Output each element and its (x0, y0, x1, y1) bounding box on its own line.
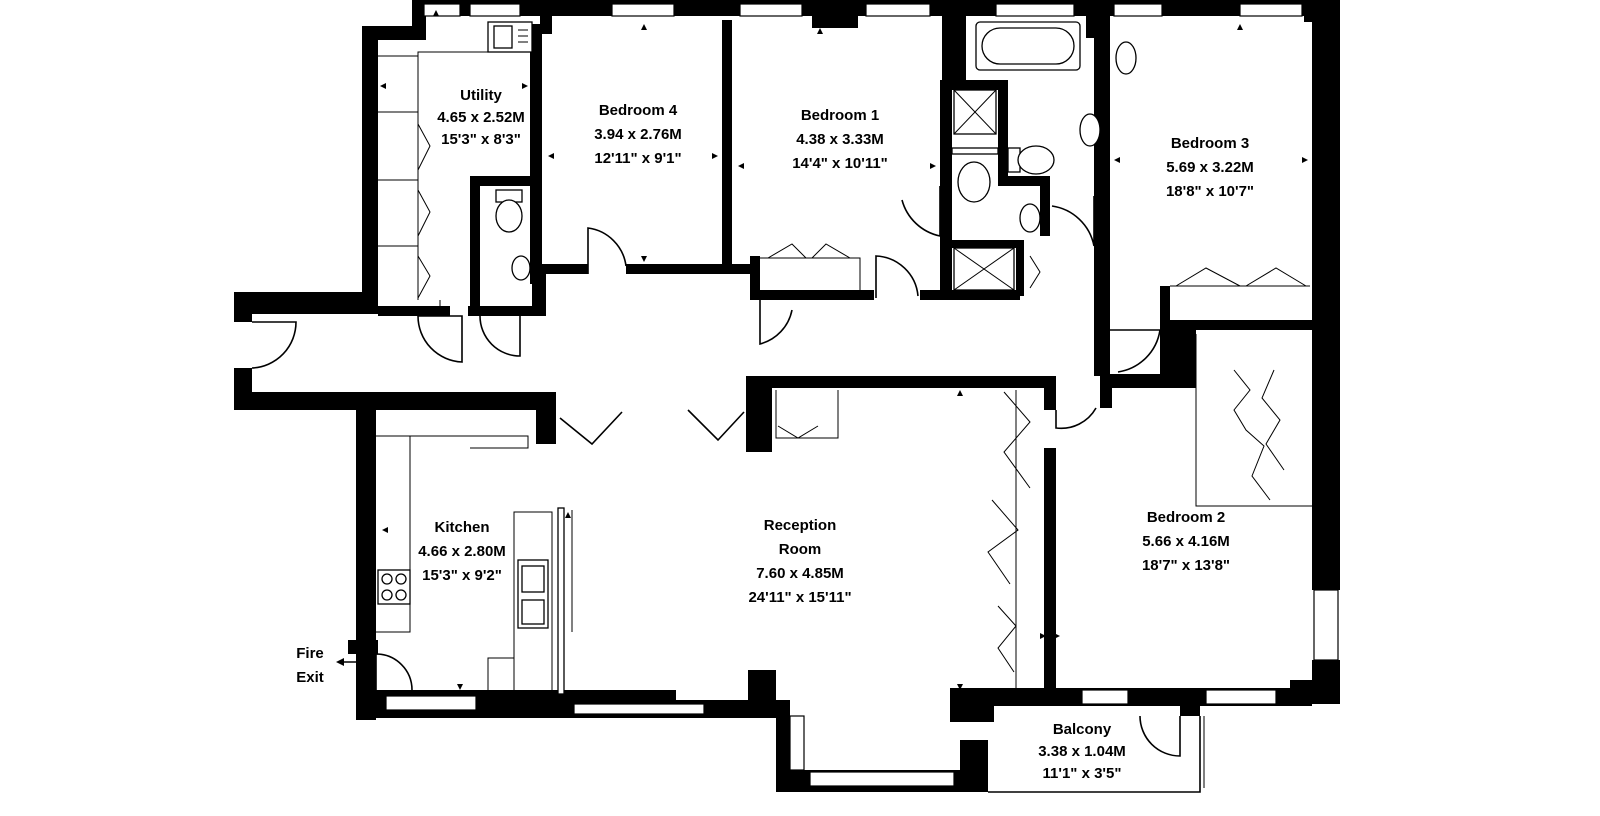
room-metric: 5.66 x 4.16M (1142, 533, 1230, 550)
windows (385, 3, 1339, 787)
room-imperial: 12'11" x 9'1" (594, 150, 681, 167)
dimension-markers (336, 10, 1308, 690)
room-label-balcony: Balcony 3.38 x 1.04M 11'1" x 3'5" (1038, 721, 1126, 782)
fire-exit-label: Fire Exit (296, 645, 324, 686)
room-name-line-2: Room (779, 541, 822, 558)
room-label-bedroom-4: Bedroom 4 3.94 x 2.76M 12'11" x 9'1" (594, 102, 682, 167)
room-label-reception: Reception Room 7.60 x 4.85M 24'11" x 15'… (748, 517, 851, 606)
room-name: Bedroom 3 (1171, 135, 1249, 152)
room-label-kitchen: Kitchen 4.66 x 2.80M 15'3" x 9'2" (418, 519, 506, 584)
room-metric: 4.66 x 2.80M (418, 543, 506, 560)
room-label-utility: Utility 4.65 x 2.52M 15'3" x 8'3" (437, 87, 525, 148)
room-imperial: 11'1" x 3'5" (1043, 765, 1122, 782)
room-name: Bedroom 2 (1147, 509, 1225, 526)
room-imperial: 18'8" x 10'7" (1166, 183, 1254, 200)
room-imperial: 14'4" x 10'11" (792, 155, 888, 172)
room-name: Bedroom 4 (599, 102, 678, 119)
doors (251, 186, 1181, 757)
room-metric: 4.65 x 2.52M (437, 109, 525, 126)
room-metric: 4.38 x 3.33M (796, 131, 884, 148)
room-metric: 3.38 x 1.04M (1038, 743, 1126, 760)
room-imperial: 15'3" x 8'3" (441, 131, 521, 148)
fixtures (376, 21, 1312, 695)
room-name: Kitchen (434, 519, 489, 536)
room-label-bedroom-1: Bedroom 1 4.38 x 3.33M 14'4" x 10'11" (792, 107, 888, 172)
room-name: Utility (460, 87, 502, 104)
room-imperial: 15'3" x 9'2" (422, 567, 502, 584)
fire-exit-line-1: Fire (296, 645, 324, 662)
room-metric: 5.69 x 3.22M (1166, 159, 1254, 176)
room-label-bedroom-3: Bedroom 3 5.69 x 3.22M 18'8" x 10'7" (1166, 135, 1254, 200)
walls (234, 0, 1340, 792)
balcony-outline (988, 716, 1205, 793)
fire-exit-line-2: Exit (296, 669, 324, 686)
room-imperial: 24'11" x 15'11" (748, 589, 851, 606)
room-name: Reception (764, 517, 837, 534)
room-metric: 7.60 x 4.85M (756, 565, 844, 582)
room-name: Balcony (1053, 721, 1112, 738)
room-name: Bedroom 1 (801, 107, 879, 124)
room-metric: 3.94 x 2.76M (594, 126, 682, 143)
room-label-bedroom-2: Bedroom 2 5.66 x 4.16M 18'7" x 13'8" (1142, 509, 1230, 574)
room-imperial: 18'7" x 13'8" (1142, 557, 1230, 574)
